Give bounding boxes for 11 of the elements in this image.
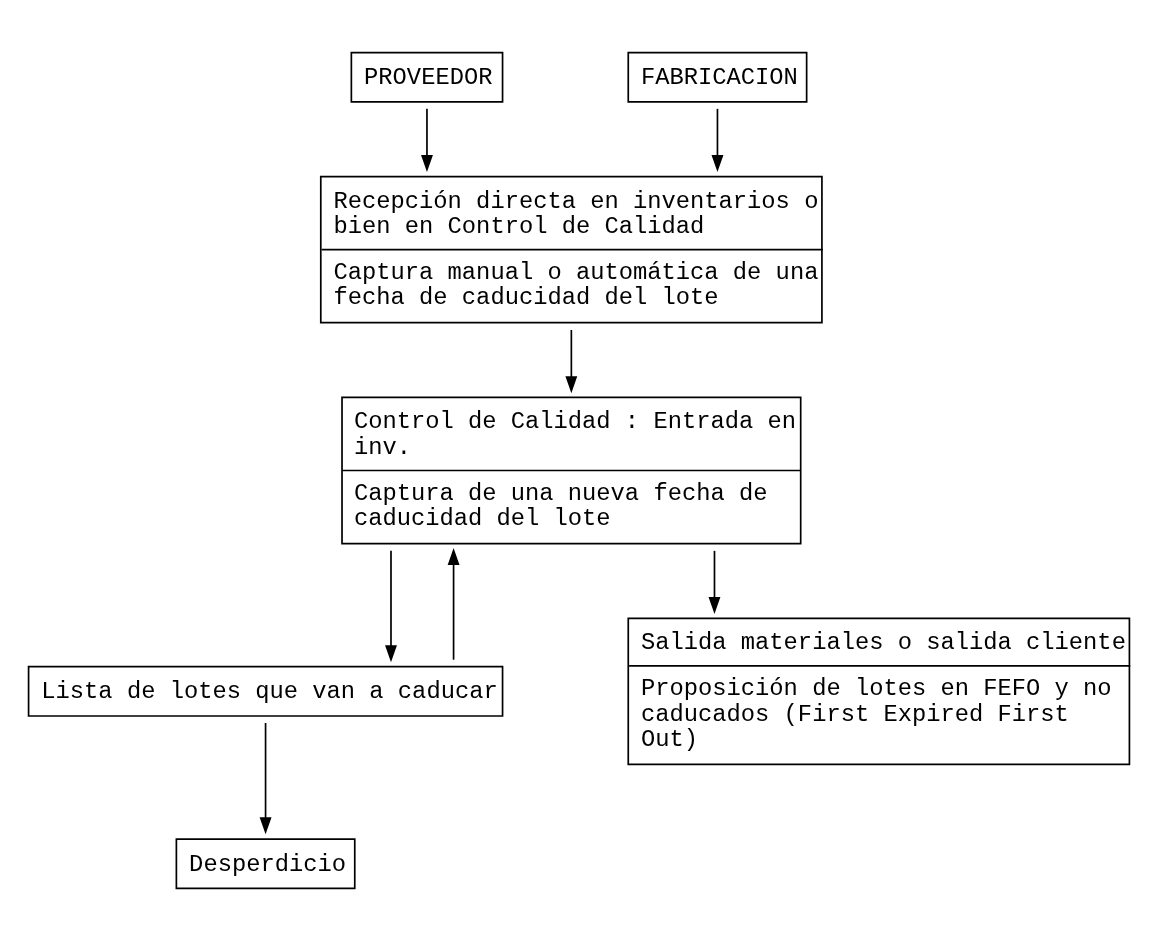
node-box: Lista de lotes que van a caducar	[27, 665, 504, 717]
arrow	[421, 107, 433, 172]
arrow	[708, 549, 721, 614]
arrow	[711, 107, 724, 172]
node-box: PROVEEDOR	[350, 51, 504, 103]
node-box: FABRICACION	[627, 51, 808, 103]
node-box: Desperdicio	[175, 837, 356, 889]
arrow	[385, 549, 397, 662]
arrow	[259, 721, 272, 834]
arrow	[565, 328, 578, 393]
arrow	[447, 547, 460, 661]
